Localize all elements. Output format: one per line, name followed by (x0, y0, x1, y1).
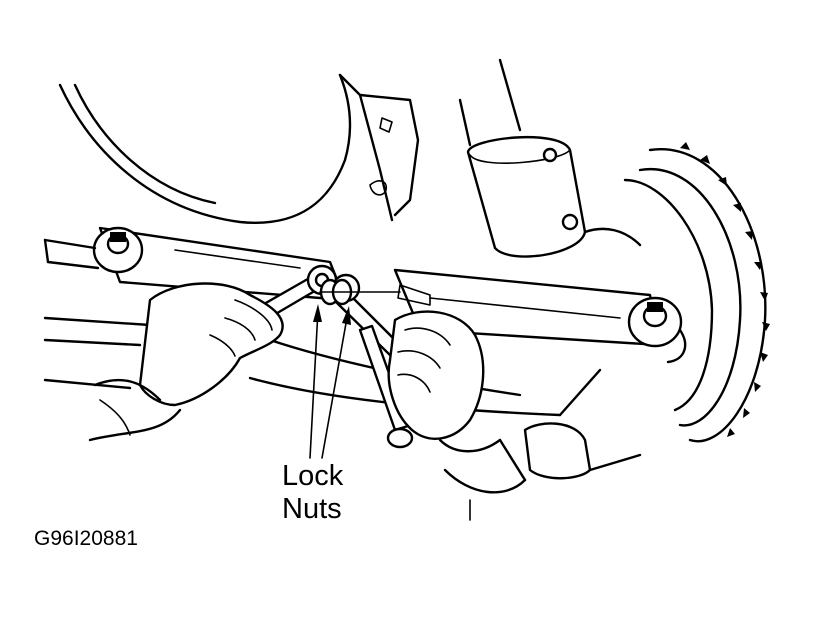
shock-absorber (458, 58, 587, 258)
brake-drum (583, 142, 770, 443)
left-bushing (43, 226, 144, 274)
lock-nuts (319, 278, 401, 306)
right-hand (387, 310, 527, 521)
tank-outline (58, 73, 420, 224)
callout-line-1: Lock (282, 460, 344, 492)
left-hand (88, 282, 284, 442)
callout-line-2: Nuts (282, 493, 342, 525)
lock-nuts-callout: Lock Nuts (282, 460, 362, 526)
callout-leaders (309, 304, 351, 459)
right-bushing (627, 296, 687, 364)
figure-id: G96I20881 (34, 527, 138, 550)
